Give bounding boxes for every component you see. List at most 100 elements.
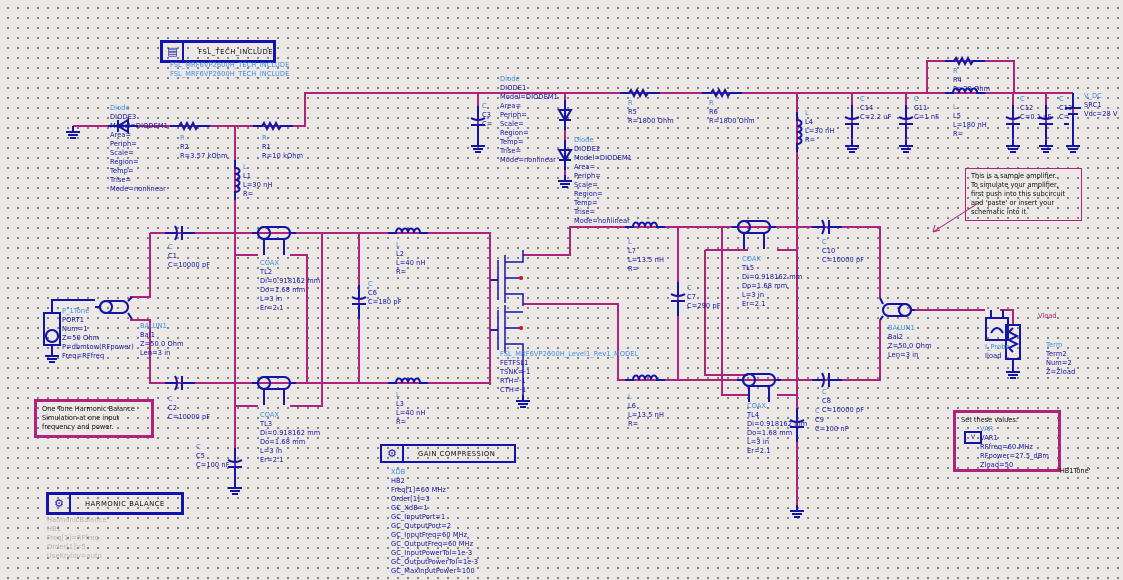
param-line: C= xyxy=(482,120,493,128)
inductor-L4[interactable] xyxy=(796,111,803,153)
param-line: COAX xyxy=(747,402,767,410)
termination-Term2[interactable] xyxy=(1005,324,1021,366)
ground-icon xyxy=(844,139,860,153)
param-line: C=1 nF xyxy=(914,113,939,121)
param-line: Len=3 in xyxy=(140,349,171,357)
param-line: Num=1 xyxy=(62,325,88,333)
param-line: C xyxy=(687,284,692,292)
param-line: P=dbmtow(RFpower) xyxy=(62,343,134,351)
param-line: C xyxy=(168,243,173,251)
gain-compression-controller[interactable]: ⚙ GAIN COMPRESSION xyxy=(380,444,516,463)
param-line: L=40 nH xyxy=(396,409,426,417)
param-line: C=100 nF xyxy=(815,425,849,433)
param-line: RTH=-1 xyxy=(500,377,526,385)
param-line: Periph= xyxy=(574,172,601,180)
param-line: SRC1 xyxy=(1084,101,1102,109)
coax-TL5[interactable] xyxy=(731,220,777,250)
param-line: R= xyxy=(805,136,816,144)
param-line: Di=0.918162 mm xyxy=(742,273,803,281)
transistor-FETFSL1[interactable] xyxy=(490,250,524,395)
param-line: Er=2.1 xyxy=(747,447,771,455)
param-line: R xyxy=(628,99,633,107)
sample-amplifier-note: This is a sample amplifier.To simulate y… xyxy=(965,168,1082,221)
dc-source-SRC1[interactable] xyxy=(1064,93,1081,140)
ground-icon xyxy=(44,349,60,363)
tech-include-component[interactable]: ▤ FSL_TECH_INCLUDE xyxy=(160,40,276,63)
param-line: C= xyxy=(1059,113,1070,121)
param-line: COAX xyxy=(260,259,280,267)
param-line: L=3 in xyxy=(747,438,770,446)
param-line: GC_XdB=1 xyxy=(391,504,428,512)
param-line: C14 xyxy=(860,104,874,112)
balun-BAL2[interactable] xyxy=(879,297,915,321)
inductor-L2[interactable] xyxy=(387,227,429,234)
param-line: L=3 in xyxy=(260,447,283,455)
param-line: C xyxy=(822,238,827,246)
ground-icon xyxy=(1005,365,1021,379)
param-line: CTH=-1 xyxy=(500,386,527,394)
param-line: Di=0.918162 mm xyxy=(747,420,808,428)
param-line: frequency and power. xyxy=(42,423,114,431)
param-line: TSNK=-1 xyxy=(500,368,531,376)
param-line: Scale= xyxy=(500,120,524,128)
ground-icon xyxy=(1005,139,1021,153)
param-line: FSL_MRF6VP2600H_Level1_Rev1_MODEL xyxy=(500,350,639,358)
node-label-vload: Vload xyxy=(1038,312,1057,320)
param-line: FETFSL1 xyxy=(500,359,529,367)
harmonic-balance-icon: ⚙ xyxy=(49,495,71,512)
harmonic-balance-controller[interactable]: ⚙ HARMONIC BALANCE xyxy=(46,492,184,515)
param-line: L=30 nH xyxy=(805,127,835,135)
param-line: Region= xyxy=(110,158,139,166)
diode-DIODE1[interactable] xyxy=(558,99,572,131)
ground-icon xyxy=(65,125,81,139)
param-line: One Tone Harmonic Balance xyxy=(42,405,135,413)
param-line: C xyxy=(482,102,487,110)
ground-icon xyxy=(227,481,243,495)
param-line: Mode=nonlinear xyxy=(574,217,630,225)
param-line: Model=DIODEM1 xyxy=(500,93,558,101)
param-line: C1 xyxy=(168,252,177,260)
param-line: C12 xyxy=(1020,104,1034,112)
param-line: Scale= xyxy=(110,149,134,157)
param-line: RFfreq=60 MHz xyxy=(980,443,1033,451)
param-line: Do=1.68 mm xyxy=(260,286,306,294)
ground-icon xyxy=(470,139,486,153)
param-line: R=1800 Ohm xyxy=(628,117,674,125)
inductor-L3[interactable] xyxy=(387,377,429,384)
param-line: TL3 xyxy=(260,420,273,428)
param-line: C xyxy=(914,95,919,103)
param-line: Freq[1]=RFfreq xyxy=(47,534,99,542)
coax-TL4[interactable] xyxy=(736,373,782,403)
param-line: C=10000 pF xyxy=(822,406,865,414)
components xyxy=(43,57,1081,518)
param-line: C=10000 pF xyxy=(822,256,865,264)
current-probe-Iload[interactable] xyxy=(985,310,1009,341)
param-line: FSL_MRF6VP2600H_TECH_INCLUDE xyxy=(170,70,290,78)
param-line: R1 xyxy=(262,143,271,151)
inductor-L1[interactable] xyxy=(234,159,241,201)
param-line: GC_OutputPort=2 xyxy=(391,522,452,530)
param-line: L xyxy=(243,163,247,171)
param-line: Order[1]=5 xyxy=(47,543,86,551)
param-line: BALUN1 xyxy=(888,324,915,332)
balun-BAL1[interactable] xyxy=(95,296,133,320)
param-line: GC_OutputPowerTol=1e-3 xyxy=(391,558,479,566)
param-line: L=30 nH xyxy=(243,181,273,189)
param-line: Area= xyxy=(110,131,132,139)
param-line: Diode xyxy=(500,75,520,83)
coax-TL3[interactable] xyxy=(251,376,297,406)
diode-DIODE2[interactable] xyxy=(558,139,572,171)
coax-TL2[interactable] xyxy=(251,226,297,256)
